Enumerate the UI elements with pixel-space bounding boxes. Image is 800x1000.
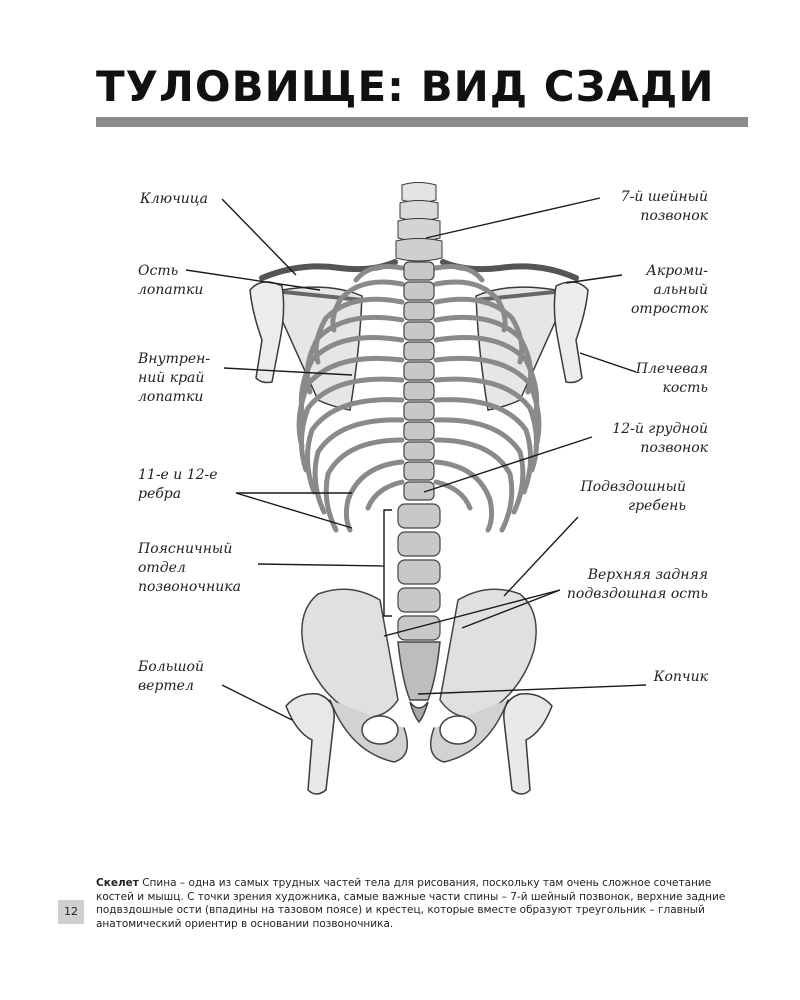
vertebral-column — [397, 261, 441, 641]
right-femur — [503, 693, 553, 795]
left-femur — [285, 693, 335, 795]
cervical-spine — [395, 182, 443, 262]
right-humerus — [553, 281, 589, 384]
leader-iliac-crest — [503, 516, 579, 597]
leader-ribs-b — [235, 492, 353, 529]
label-coccyx: Копчик — [653, 669, 708, 685]
leader-psis-a — [383, 589, 561, 637]
leader-acromion — [565, 274, 623, 284]
title-underline-bar — [96, 117, 748, 127]
leader-t12 — [423, 436, 593, 493]
leader-klyuchitsa — [221, 198, 297, 276]
page-number: 12 — [58, 900, 84, 924]
label-ost-lopatki: Ость лопатки — [138, 263, 204, 298]
caption-text: Спина – одна из самых трудных частей тел… — [96, 877, 726, 930]
leader-vnutr-kray — [223, 367, 353, 376]
left-humerus — [249, 281, 285, 384]
label-ribs-11-12: 11-е и 12-е ребра — [138, 467, 218, 502]
label-vnutr-kray: Внутрен- ний край лопатки — [138, 351, 211, 405]
label-klyuchitsa: Ключица — [140, 191, 208, 207]
coccyx-bone — [409, 701, 429, 724]
page-title: Туловище: вид сзади — [96, 62, 715, 111]
sacrum — [397, 641, 441, 701]
label-iliac-crest: Подвздошный гребень — [580, 479, 687, 514]
label-trochanter: Большой вертел — [138, 659, 204, 694]
leader-c7 — [425, 197, 601, 239]
leader-lines — [185, 197, 647, 721]
leader-psis-b — [461, 589, 561, 629]
label-acromion: Акроми- альный отросток — [631, 263, 708, 317]
lumbar-bracket — [383, 509, 392, 617]
leader-humerus — [579, 352, 637, 373]
leader-trochanter — [221, 684, 293, 721]
skeleton-drawing — [249, 182, 589, 795]
leader-ost-lopatki — [185, 269, 321, 291]
leader-coccyx — [417, 684, 647, 695]
caption-lead: Скелет — [96, 877, 139, 889]
label-humerus: Плечевая кость — [635, 361, 708, 396]
pelvis — [301, 588, 537, 763]
right-ribs — [433, 264, 542, 533]
figure-caption: Скелет Спина – одна из самых трудных час… — [96, 877, 736, 931]
label-t12: 12-й грудной позвонок — [612, 421, 708, 456]
label-c7: 7-й шейный позвонок — [620, 189, 708, 224]
label-lumbar: Поясничный отдел позвоночника — [138, 541, 241, 595]
left-ribs — [296, 264, 405, 533]
leader-lumbar — [257, 563, 385, 567]
label-psis: Верхняя задняя подвздошная ость — [566, 567, 708, 602]
